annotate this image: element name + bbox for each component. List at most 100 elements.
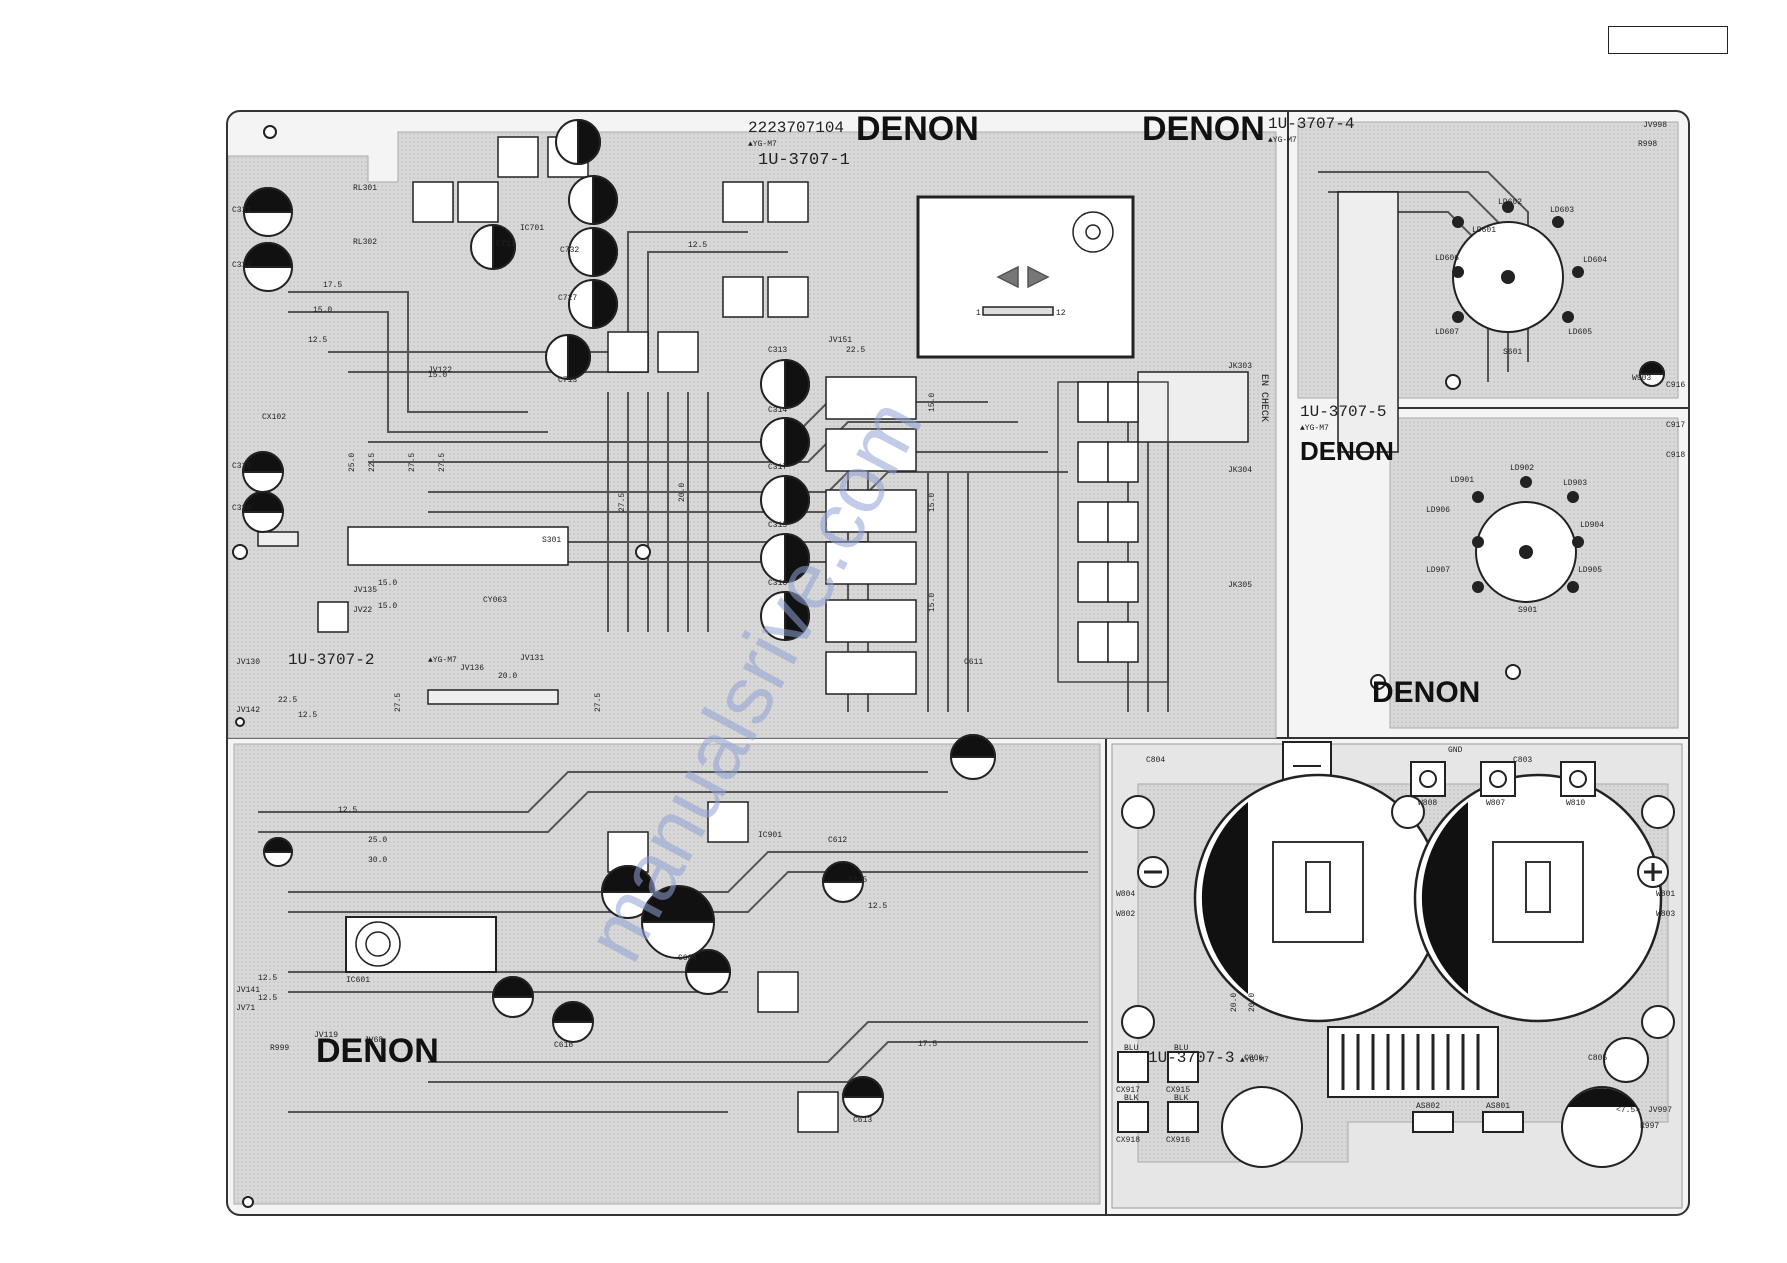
label-w810: W810 (1566, 799, 1585, 808)
label-ld604: LD604 (1583, 256, 1607, 265)
label-ld904: LD904 (1580, 521, 1604, 530)
voltage-label: 12.5 (848, 876, 867, 885)
label-jv136: JV136 (460, 664, 484, 673)
label-s601: S601 (1503, 348, 1522, 357)
voltage-label: 12.5 (258, 994, 277, 1003)
label-c604: C604 (678, 954, 697, 963)
label-c727: C727 (558, 294, 577, 303)
label-ic601: IC601 (346, 976, 370, 985)
label-c312: C312 (232, 261, 251, 270)
voltage-label: 12.5 (298, 711, 317, 720)
label-as802: AS802 (1416, 1102, 1440, 1111)
label-r998: R998 (1638, 140, 1657, 149)
label-rl302: RL302 (353, 238, 377, 247)
component-labels: RL301 RL302 C311 C312 C319 C320 CX102 S3… (232, 121, 1685, 1145)
label-c612: C612 (828, 836, 847, 845)
board5-id: 1U-3707-5 (1300, 403, 1386, 421)
label-c611: C611 (964, 658, 983, 667)
voltage-label: 22.5 (846, 346, 865, 355)
label-w801: W801 (1656, 890, 1675, 899)
board4-id: 1U-3707-4 (1268, 115, 1354, 133)
label-r997: R997 (1640, 1122, 1659, 1131)
voltage-label: 17.5 (323, 281, 342, 290)
voltage-label: 27.5 (408, 453, 417, 472)
board4-brand-logo: DENON (1142, 112, 1265, 148)
board3-brand-logo: DENON (1372, 676, 1480, 709)
voltage-label: 20.0 (678, 483, 687, 502)
voltage-label: 12.5 (688, 241, 707, 250)
label-ld906: LD906 (1426, 506, 1450, 515)
label-ld905: LD905 (1578, 566, 1602, 575)
voltage-label: 30.0 (368, 856, 387, 865)
board2-brand-logo: DENON (316, 1032, 439, 1070)
label-s901: S901 (1518, 606, 1537, 615)
voltage-label: 15.0 (928, 393, 937, 412)
label-cx102: CX102 (262, 413, 286, 422)
voltage-label: 15.0 (928, 493, 937, 512)
label-pin1: 1 (976, 309, 981, 318)
voltage-label: 22.5 (278, 696, 297, 705)
board4-mark: ▲YG-M7 (1268, 136, 1297, 145)
electrolytic-capacitors (241, 118, 1666, 1118)
label-c311: C311 (232, 206, 251, 215)
label-jv142: JV142 (236, 706, 260, 715)
copper-fill-areas (228, 121, 1679, 1205)
label-blu1: BLU (1124, 1044, 1139, 1053)
label-jv998: JV998 (1643, 121, 1667, 130)
label-en-check: EN CHECK (1258, 374, 1269, 422)
capacitor-c806 (1221, 1086, 1303, 1168)
voltage-label: 25.0 (348, 453, 357, 472)
label-ld601: LD601 (1472, 226, 1496, 235)
label-ld907: LD907 (1426, 566, 1450, 575)
pcb-layout-drawing: manualsrive.com 2223707104 DENON 1U-3707… (228, 112, 1688, 1214)
label-cx918: CX918 (1116, 1136, 1140, 1145)
label-c618: C618 (554, 1041, 573, 1050)
label-cy063: CY063 (483, 596, 507, 605)
label-c732: C732 (560, 246, 579, 255)
board2-id: 1U-3707-2 (288, 651, 374, 669)
label-ld605: LD605 (1568, 328, 1592, 337)
page-number-box (1608, 26, 1728, 54)
voltage-label: 15.0 (313, 306, 332, 315)
label-jk305: JK305 (1228, 581, 1252, 590)
label-c314: C314 (768, 406, 787, 415)
label-c805: C805 (1588, 1054, 1607, 1063)
led-rosettes (1452, 201, 1584, 603)
label-c916: C916 (1666, 381, 1685, 390)
mounting-holes (232, 125, 1521, 1208)
voltage-label: 27.5 (618, 493, 627, 512)
label-w808: W808 (1418, 799, 1437, 808)
label-jv122: JV122 (428, 366, 452, 375)
label-jk303: JK303 (1228, 362, 1252, 371)
label-ld603: LD603 (1550, 206, 1574, 215)
label-jv141: JV141 (236, 986, 260, 995)
label-c319: C319 (232, 462, 251, 471)
label-r999: R999 (270, 1044, 289, 1053)
voltage-label: 27.5 (394, 693, 403, 712)
label-jv151: JV151 (828, 336, 852, 345)
voltage-label: 12.5 (338, 806, 357, 815)
label-blk1: BLK (1124, 1094, 1139, 1103)
voltage-label: 20.0 (498, 672, 517, 681)
label-jv135: JV135 (353, 586, 377, 595)
label-jv119: JV119 (314, 1031, 338, 1040)
label-ic901: IC901 (758, 831, 782, 840)
voltage-label: 15.0 (378, 579, 397, 588)
board3-id: 1U-3707-3 (1148, 1049, 1234, 1067)
label-blu2: BLU (1174, 1044, 1189, 1053)
label-jv71: JV71 (236, 1004, 255, 1013)
label-cx916: CX916 (1166, 1136, 1190, 1145)
label-ld901: LD901 (1450, 476, 1474, 485)
pcb-board-panel: manualsrive.com 2223707104 DENON 1U-3707… (226, 110, 1690, 1216)
label-ld903: LD903 (1563, 479, 1587, 488)
components (257, 136, 1399, 1133)
label-ld606: LD606 (1435, 254, 1459, 263)
board2-mark: ▲YG-M7 (428, 656, 457, 665)
label-blk2: BLK (1174, 1094, 1189, 1103)
label-c316: C316 (768, 579, 787, 588)
voltage-label: 22.5 (368, 453, 377, 472)
label-c806: C806 (1244, 1054, 1263, 1063)
power-board-area (1111, 741, 1683, 1209)
label-s301: S301 (542, 536, 561, 545)
label-w804: W804 (1116, 890, 1135, 899)
